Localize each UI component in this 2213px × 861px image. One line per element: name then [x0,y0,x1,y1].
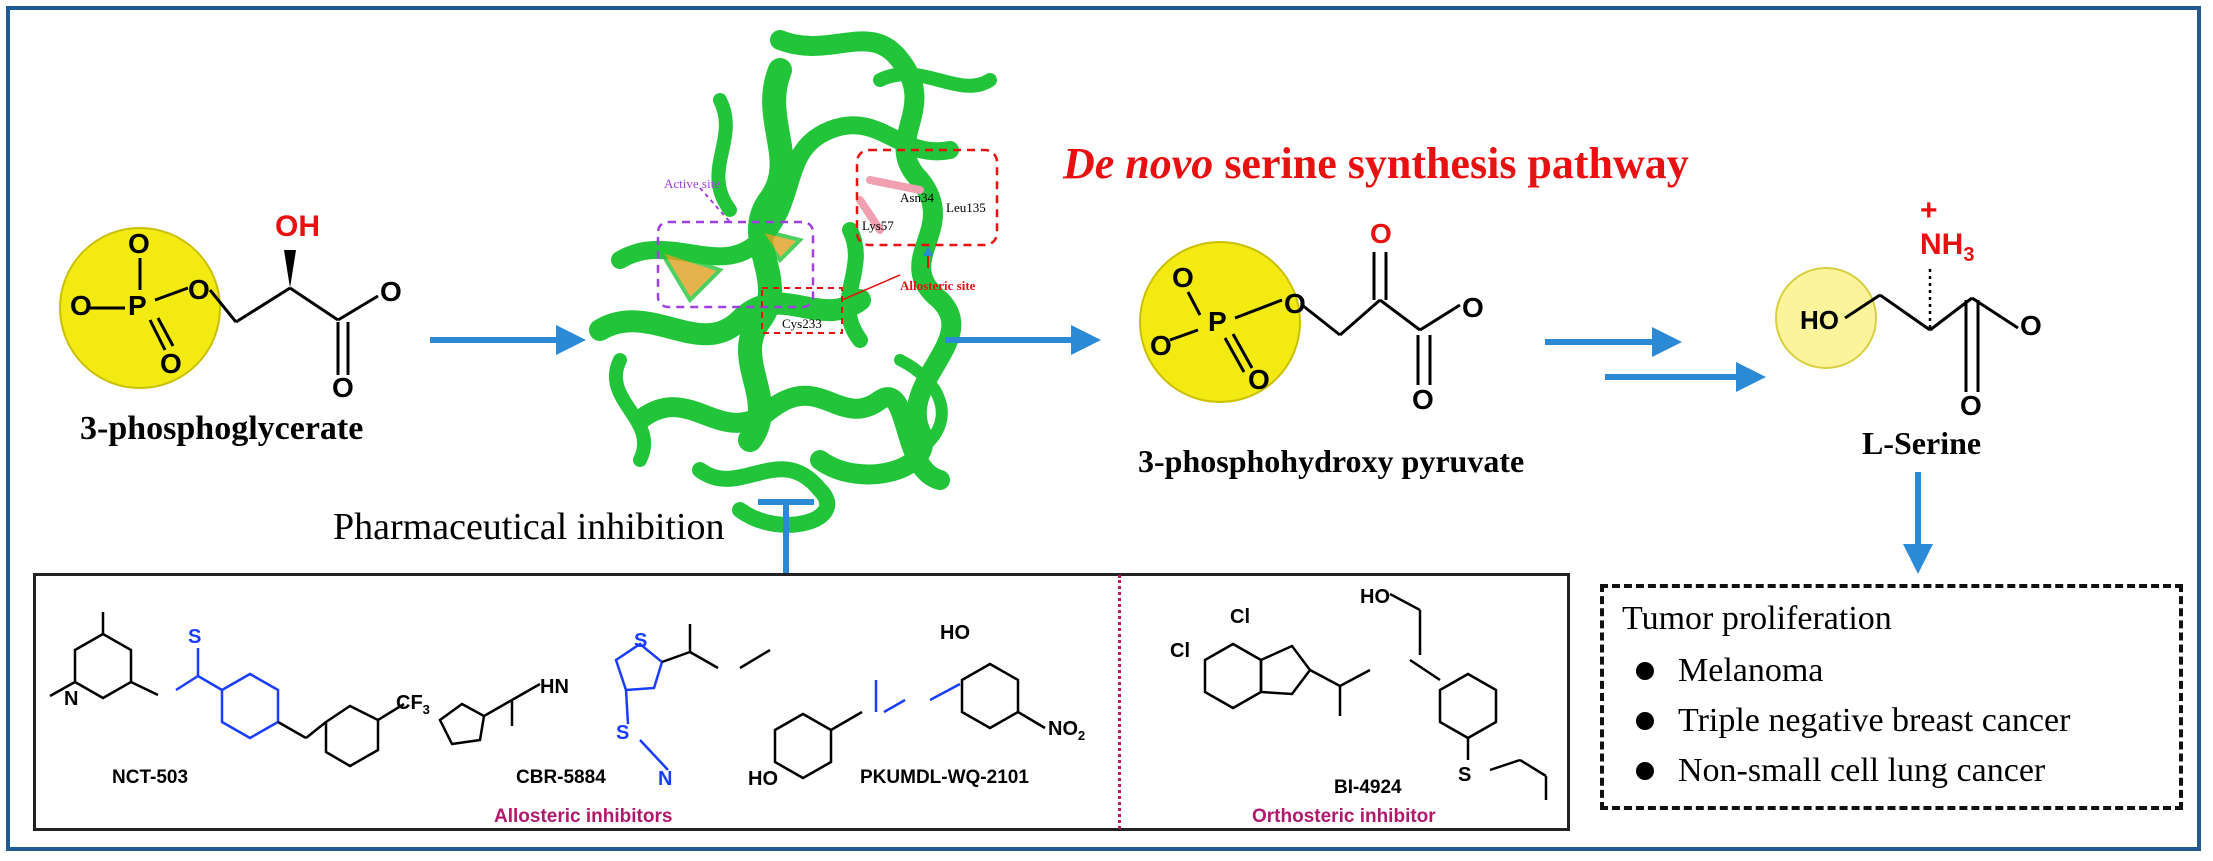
atom-s-label: S [188,626,202,648]
phgdh-protein-structure [589,30,997,533]
bullet-icon [1636,662,1654,680]
atom-o-label: O [188,274,210,305]
inhibition-bar [758,499,814,573]
metabolite-name-3: L-Serine [1862,425,1982,461]
atom-ho-label: HO [1800,305,1839,335]
tumor-heading: Tumor proliferation [1622,600,1892,637]
atom-o-label: O [332,372,354,403]
atom-cl-label: Cl [1170,640,1190,662]
metabolite-name-1: 3-phosphoglycerate [80,410,364,447]
pathway-arrows [430,325,1933,574]
atom-o-label: O [1150,330,1172,361]
tumor-proliferation-box: Tumor proliferation Melanoma Triple nega… [1600,584,2183,810]
inhibitor-separator [1118,575,1121,829]
atom-o-label: O [1370,218,1392,249]
atom-o-label: O [380,276,402,307]
cancer-list: Melanoma Triple negative breast cancer N… [1622,646,2179,796]
atom-o-label: O [1412,384,1434,415]
atom-s-label: S [616,722,630,744]
atom-ho-label: HO [748,768,778,790]
bullet-icon [1636,762,1654,780]
compound-name: PKUMDL-WQ-2101 [860,767,1029,788]
inhibitor-structures [49,592,1548,800]
metabolite-name-2: 3-phosphohydroxy pyruvate [1138,443,1525,479]
atom-no2-label: NO2 [1048,718,1086,743]
allosteric-site-label: Allosteric site [900,278,976,293]
atom-cf3-label: CF3 [396,692,430,717]
figure-frame [6,6,2201,851]
atom-o-label: O [2020,310,2042,341]
cancer-label: Non-small cell lung cancer [1678,752,2046,789]
phosphohydroxypyruvate-structure [1139,241,1461,403]
pathway-title: De novo serine synthesis pathway [1063,138,1689,189]
compound-name: NCT-503 [112,767,189,788]
atom-s-label: S [634,630,648,652]
compound-name: BI-4924 [1334,777,1402,798]
atom-nh3-label: +NH3 [1920,194,1975,266]
allosteric-class-label: Allosteric inhibitors [494,806,673,827]
atom-o-label: O [1172,262,1194,293]
atom-o-label: O [1462,292,1484,323]
list-item: Triple negative breast cancer [1622,696,2179,746]
atom-hn-label: HN [540,676,569,698]
l-serine-structure [1775,265,2019,392]
inhibitor-panel [33,573,1570,831]
atom-s-label: S [1458,764,1472,786]
atom-p-label: P [128,290,147,321]
title-italic: De novo [1063,139,1214,188]
compound-name: CBR-5884 [516,767,606,788]
atom-o-label: O [160,348,182,379]
bullet-icon [1636,712,1654,730]
cys-site-box [761,287,843,334]
atom-p-label: P [1208,306,1227,337]
atom-cl-label: Cl [1230,606,1250,628]
atom-o-label: O [128,228,150,259]
lys57-label: Lys57 [862,218,894,233]
atom-n-label: N [658,768,673,790]
active-site-label: Active site [664,176,720,191]
phosphoglycerate-structure [59,227,379,389]
cancer-label: Triple negative breast cancer [1678,702,2071,739]
cys233-label: Cys233 [782,316,822,331]
atom-o-label: O [1284,288,1306,319]
allosteric-site-box [855,148,999,247]
list-item: Melanoma [1622,646,2179,696]
asn34-label: Asn34 [900,190,934,205]
atom-oh-label: OH [275,210,320,243]
atom-n-label: N [64,688,79,710]
cancer-label: Melanoma [1678,652,1824,689]
leu135-label: Leu135 [946,200,986,215]
list-item: Non-small cell lung cancer [1622,746,2179,796]
atom-o-label: O [70,290,92,321]
atom-o-label: O [1248,364,1270,395]
orthosteric-class-label: Orthosteric inhibitor [1252,806,1436,827]
pharmaceutical-inhibition-label: Pharmaceutical inhibition [333,506,725,548]
title-rest: serine synthesis pathway [1213,139,1689,188]
atom-ho-label: HO [1360,586,1390,608]
active-site-box [656,220,815,309]
atom-ho-label: HO [940,622,970,644]
atom-o-label: O [1960,390,1982,421]
